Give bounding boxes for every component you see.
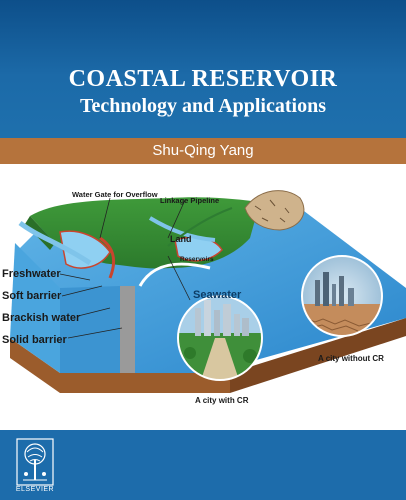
label-city-with-cr: A city with CR [195,396,249,405]
book-subtitle: Technology and Applications [79,95,326,117]
mountain [244,190,305,231]
elsevier-tree-logo [16,438,54,486]
label-land: Land [170,234,192,244]
title-banner [0,0,406,138]
coastal-reservoir-diagram [10,190,406,393]
label-seawater: Seawater [193,289,242,301]
label-water-gate: Water Gate for Overflow [72,190,158,199]
book-title: COASTAL RESERVOIR [68,66,338,92]
soil-cross-section [10,338,230,393]
label-freshwater: Freshwater [2,268,61,280]
label-solid-barrier: Solid barrier [2,334,67,346]
label-linkage-pipeline: Linkage Pipeline [160,196,220,205]
publisher-footer [0,430,406,500]
author-bar [0,138,406,164]
label-brackish-water: Brackish water [2,312,81,324]
publisher-name: ELSEVIER [15,486,55,493]
label-reservoirs: Reservoirs [180,256,214,263]
author-name: Shu-Qing Yang [152,142,254,159]
label-city-without-cr: A city without CR [318,354,384,363]
label-soft-barrier: Soft barrier [2,290,62,302]
city-without-cr-image [301,255,383,337]
